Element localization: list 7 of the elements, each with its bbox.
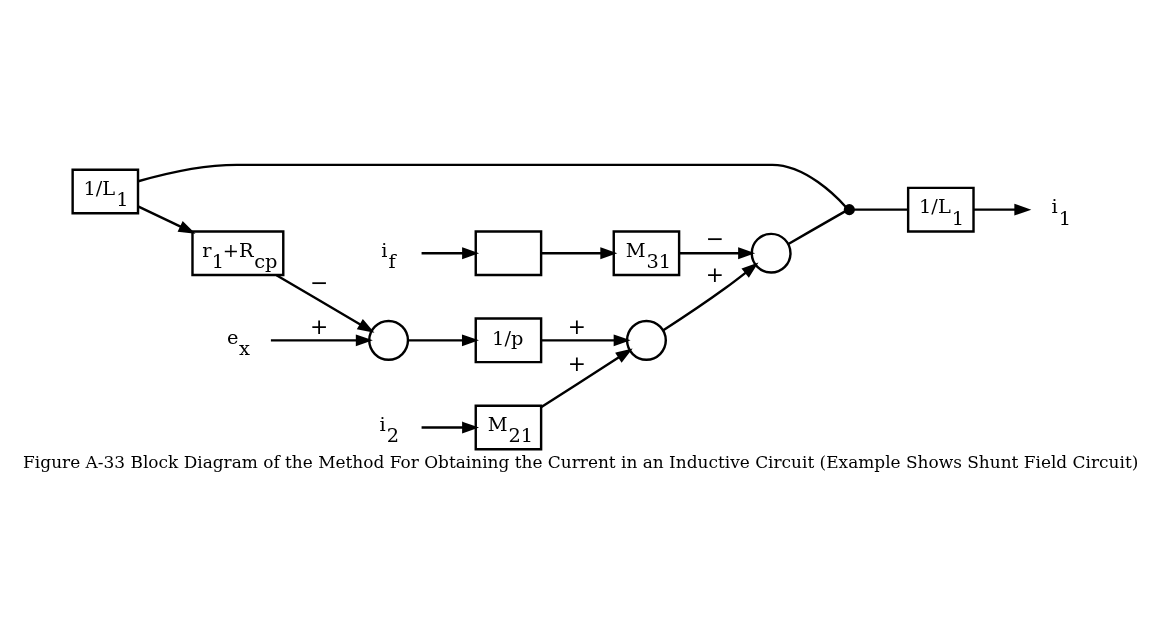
edge-label: + xyxy=(567,313,586,339)
edge-label: − xyxy=(705,225,724,251)
caption: Figure A-33 Block Diagram of the Method For Obtaining the Current in an Inductive Circuit (Example Shows Shunt Field Circuit) xyxy=(23,451,1139,472)
edge-label: + xyxy=(705,261,724,287)
edge-label: + xyxy=(567,350,586,376)
edge-label: + xyxy=(309,313,329,339)
edge-label: − xyxy=(309,269,329,295)
